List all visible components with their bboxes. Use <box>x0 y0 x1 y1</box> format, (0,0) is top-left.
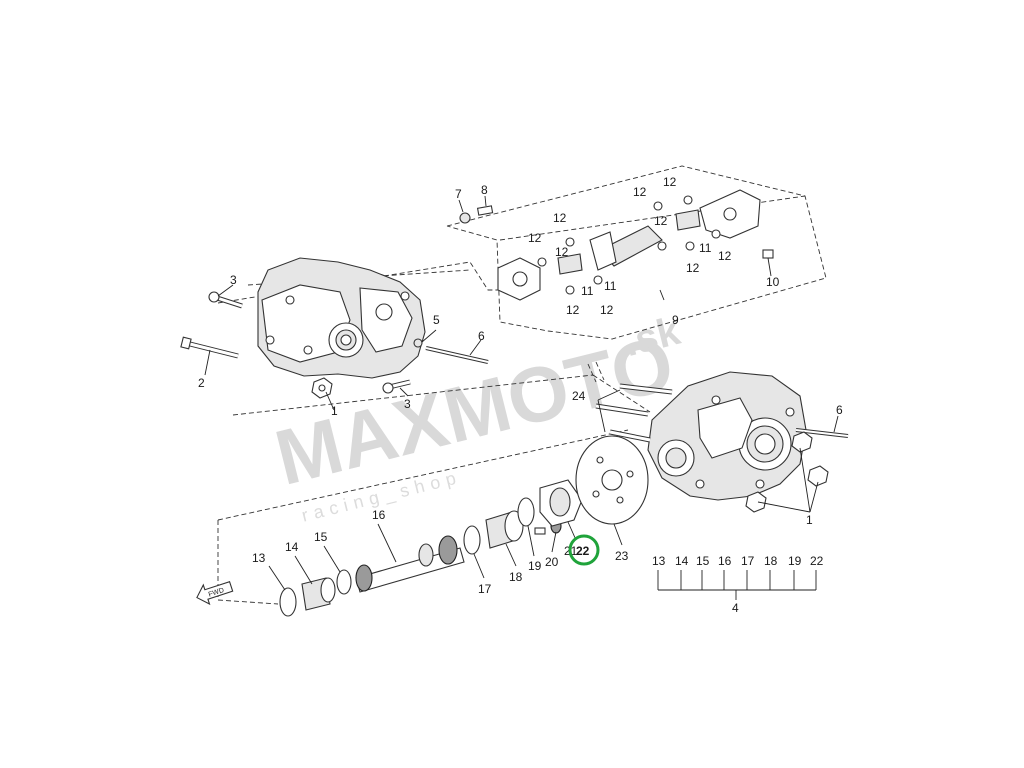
label-part-15: 15 <box>314 530 328 544</box>
label-part-17: 17 <box>478 582 492 596</box>
label-part-12: 12 <box>633 185 647 199</box>
group-member-label: 16 <box>718 554 732 568</box>
label-part-23: 23 <box>615 549 629 563</box>
label-part-24: 24 <box>572 389 586 403</box>
label-part-12: 12 <box>553 211 567 225</box>
label-part-14: 14 <box>285 540 299 554</box>
label-part-11: 11 <box>699 241 712 255</box>
fasteners <box>180 205 849 513</box>
group-member-label: 17 <box>741 554 755 568</box>
label-part-12: 12 <box>555 245 569 259</box>
group-member-label: 22 <box>810 554 824 568</box>
label-part-12: 12 <box>528 231 542 245</box>
front-differential-housing <box>257 257 426 379</box>
group-member-label: 14 <box>675 554 689 568</box>
label-part-4: 4 <box>732 601 739 615</box>
output-shaft-parts <box>279 435 649 617</box>
label-part-1: 1 <box>806 513 813 527</box>
group-4-callout: 13 14 15 16 17 18 19 22 4 <box>652 554 824 615</box>
label-part-12: 12 <box>718 249 732 263</box>
label-part-1: 1 <box>331 404 338 418</box>
label-part-22-highlighted: 22 <box>576 544 590 558</box>
label-part-13: 13 <box>252 551 266 565</box>
label-part-6: 6 <box>478 329 485 343</box>
label-part-11: 11 <box>604 279 617 293</box>
label-part-12: 12 <box>566 303 580 317</box>
label-part-5: 5 <box>433 313 440 327</box>
group-member-label: 13 <box>652 554 666 568</box>
label-part-20: 20 <box>545 555 559 569</box>
label-part-3: 3 <box>230 273 237 287</box>
rear-differential-housing <box>647 371 807 501</box>
part-labels: 3 2 1 3 5 6 7 8 12 12 12 11 12 12 12 12 … <box>198 175 843 596</box>
group-member-label: 15 <box>696 554 710 568</box>
group-member-label: 19 <box>788 554 802 568</box>
fwd-label: FWD <box>208 587 225 599</box>
label-part-6: 6 <box>836 403 843 417</box>
label-part-7: 7 <box>455 187 462 201</box>
highlight-ring <box>568 534 600 566</box>
label-part-12: 12 <box>686 261 700 275</box>
label-part-12: 12 <box>654 214 668 228</box>
label-part-16: 16 <box>372 508 386 522</box>
label-part-12: 12 <box>663 175 677 189</box>
group-outlines <box>217 165 827 605</box>
label-part-10: 10 <box>766 275 780 289</box>
label-part-19: 19 <box>528 559 542 573</box>
label-part-9: 9 <box>672 313 679 327</box>
label-part-2: 2 <box>198 376 205 390</box>
label-part-18: 18 <box>509 570 523 584</box>
label-part-12: 12 <box>600 303 614 317</box>
label-part-11: 11 <box>581 284 594 298</box>
label-part-8: 8 <box>481 183 488 197</box>
group-member-label: 18 <box>764 554 778 568</box>
label-part-3: 3 <box>404 397 411 411</box>
drive-shaft-assembly <box>497 189 761 301</box>
leader-lines <box>204 195 839 600</box>
forward-direction-arrow: FWD <box>196 580 234 606</box>
